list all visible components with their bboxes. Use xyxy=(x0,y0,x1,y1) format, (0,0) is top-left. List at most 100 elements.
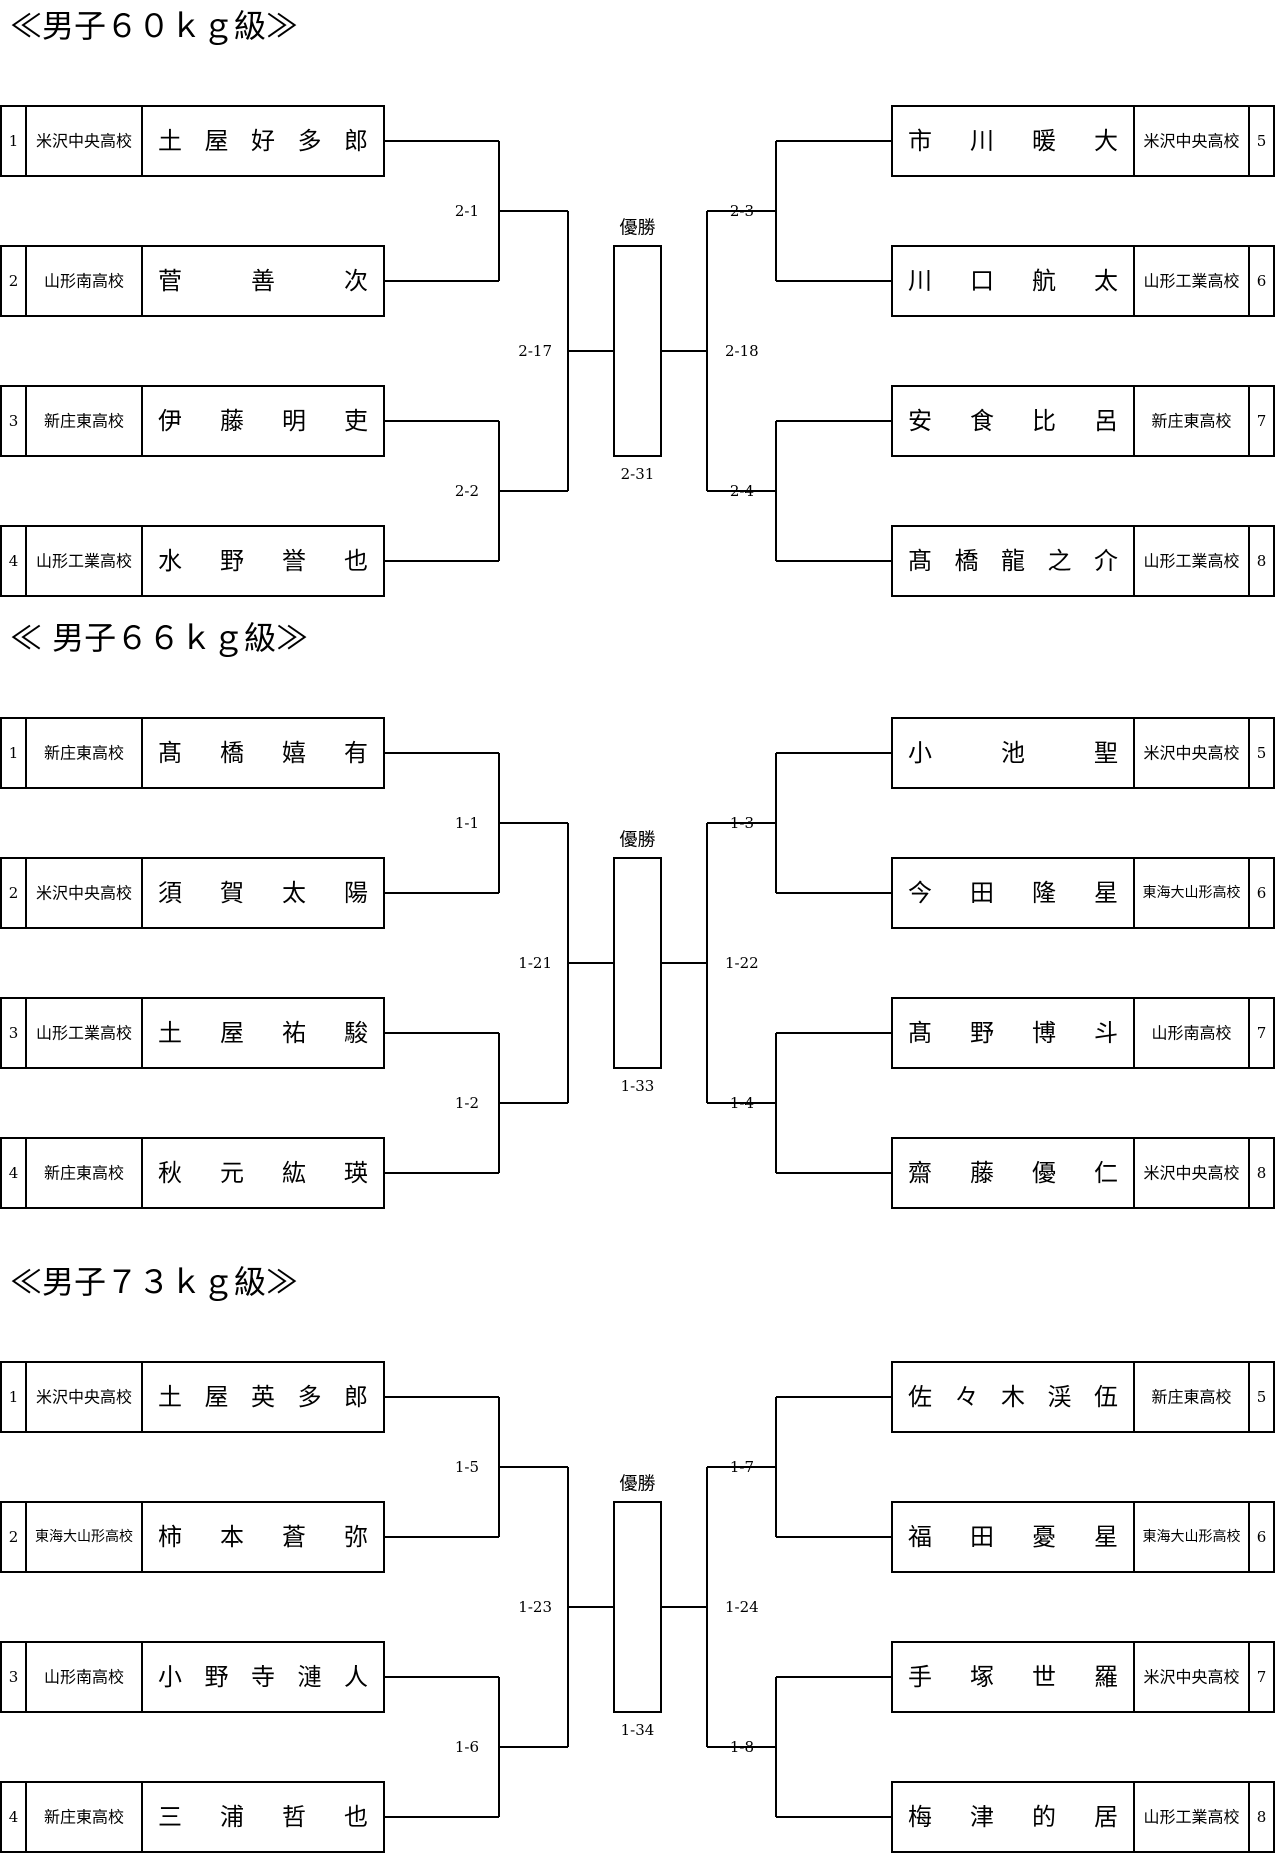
match-number: 1-5 xyxy=(455,1458,479,1476)
seed-number: 6 xyxy=(1257,1528,1267,1546)
athlete-name-char: 秋 xyxy=(158,1159,182,1187)
bracket-title: ≪ 男子６６ｋｇ級≫ xyxy=(10,619,308,657)
athlete-name-char: 髙 xyxy=(908,547,932,575)
athlete-name-char: 髙 xyxy=(908,1019,932,1047)
athlete-name-char: 好 xyxy=(251,127,275,155)
seed-number: 5 xyxy=(1257,132,1267,150)
athlete-name-char: 手 xyxy=(908,1663,932,1691)
athlete-name-char: 郎 xyxy=(344,1383,368,1411)
athlete-name-char: 市 xyxy=(908,127,932,155)
athlete-name-char: 仁 xyxy=(1094,1159,1118,1187)
seed-cell xyxy=(1248,1781,1275,1853)
athlete-name-char: 屋 xyxy=(220,1019,244,1047)
athlete-name-char: 明 xyxy=(282,407,306,435)
seed-number: 2 xyxy=(9,272,19,290)
champion-label: 優勝 xyxy=(620,218,656,239)
athlete-name-char: 土 xyxy=(158,1383,182,1411)
match-number: 1-6 xyxy=(455,1738,479,1756)
athlete-name-char: 蒼 xyxy=(282,1523,306,1551)
athlete-name-char: 航 xyxy=(1032,267,1056,295)
athlete-name-char: 野 xyxy=(220,547,244,575)
athlete-name-char: 柿 xyxy=(158,1523,182,1551)
match-number: 2-4 xyxy=(730,482,754,500)
match-number: 1-23 xyxy=(518,1598,552,1616)
athlete-name-char: 佐 xyxy=(908,1383,932,1411)
athlete-name-char: 介 xyxy=(1094,547,1118,575)
athlete-name-char: 誉 xyxy=(282,547,306,575)
athlete-name-char: 今 xyxy=(908,879,932,907)
athlete-name-char: 福 xyxy=(908,1523,932,1551)
athlete-name-char: 藤 xyxy=(970,1159,994,1187)
athlete-name-char: 川 xyxy=(908,267,932,295)
athlete-name-char: 龍 xyxy=(1001,547,1025,575)
athlete-name-char: 的 xyxy=(1032,1803,1056,1831)
seed-number: 8 xyxy=(1257,552,1267,570)
athlete-name-char: 善 xyxy=(251,267,275,295)
athlete-name-char: 川 xyxy=(970,127,994,155)
athlete-name-char: 羅 xyxy=(1094,1663,1118,1691)
match-number: 1-21 xyxy=(518,954,552,972)
athlete-name-char: 安 xyxy=(908,407,932,435)
athlete-name-char: 菅 xyxy=(158,267,182,295)
seed-number: 5 xyxy=(1257,744,1267,762)
athlete-name-char: 元 xyxy=(220,1159,244,1187)
seed-number: 4 xyxy=(9,552,19,570)
seed-number: 8 xyxy=(1257,1164,1267,1182)
athlete-name-char: 々 xyxy=(955,1383,979,1411)
athlete-name-char: 郎 xyxy=(344,127,368,155)
seed-cell xyxy=(1248,1361,1275,1433)
athlete-name-char: 塚 xyxy=(970,1663,994,1691)
athlete-name-char: 寺 xyxy=(251,1663,275,1691)
athlete-name-char: 星 xyxy=(1094,1523,1118,1551)
athlete-name-char: 嬉 xyxy=(282,739,306,767)
athlete-name-char: 陽 xyxy=(344,879,368,907)
seed-number: 3 xyxy=(9,1668,19,1686)
seed-cell xyxy=(1248,1137,1275,1209)
seed-number: 5 xyxy=(1257,1388,1267,1406)
school-name: 米沢中央高校 xyxy=(1143,1164,1239,1183)
athlete-name-char: 太 xyxy=(1094,267,1118,295)
seed-cell xyxy=(1248,717,1275,789)
athlete-name-char: 三 xyxy=(158,1803,182,1831)
athlete-name-char: 駿 xyxy=(344,1019,368,1047)
final-match-number: 1-33 xyxy=(621,1077,655,1095)
match-number: 1-4 xyxy=(730,1094,754,1112)
athlete-name-char: 田 xyxy=(970,879,994,907)
final-match-number: 1-34 xyxy=(621,1721,655,1739)
school-name: 米沢中央高校 xyxy=(1143,1668,1239,1687)
athlete-name-char: 本 xyxy=(220,1523,244,1551)
athlete-name-char: 博 xyxy=(1032,1019,1056,1047)
seed-cell xyxy=(1248,857,1275,929)
school-name: 山形南高校 xyxy=(1151,1024,1231,1043)
match-number: 1-24 xyxy=(725,1598,759,1616)
match-number: 1-8 xyxy=(730,1738,754,1756)
seed-number: 7 xyxy=(1257,1024,1267,1042)
seed-number: 6 xyxy=(1257,884,1267,902)
seed-number: 2 xyxy=(9,1528,19,1546)
athlete-name-char: 伊 xyxy=(158,407,182,435)
athlete-name-char: 憂 xyxy=(1032,1523,1056,1551)
final-box xyxy=(613,245,662,457)
seed-cell xyxy=(1248,385,1275,457)
athlete-name-char: 小 xyxy=(908,739,932,767)
school-name: 新庄東高校 xyxy=(1151,1388,1231,1407)
athlete-name-char: 藤 xyxy=(220,407,244,435)
athlete-name-char: 弥 xyxy=(344,1523,368,1551)
athlete-name-char: 太 xyxy=(282,879,306,907)
athlete-name-char: 浦 xyxy=(220,1803,244,1831)
athlete-name-char: 次 xyxy=(344,267,368,295)
match-number: 1-1 xyxy=(455,814,479,832)
athlete-name-char: 人 xyxy=(344,1663,368,1691)
final-match-number: 2-31 xyxy=(621,465,655,483)
